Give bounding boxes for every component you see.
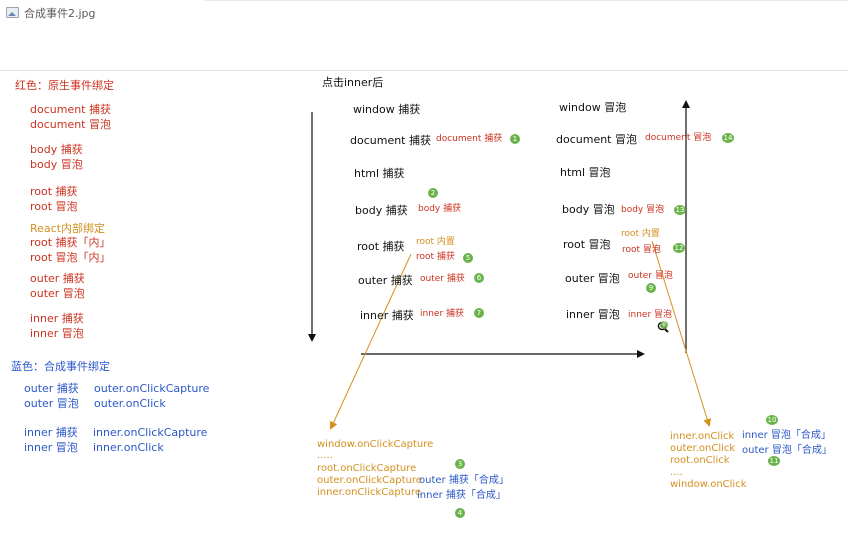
step-badge: 12 — [673, 243, 685, 253]
step-badge: 5 — [463, 253, 473, 263]
legend-blue-handler: outer.onClickCapture — [94, 382, 210, 395]
capture-node: window 捕获 — [353, 103, 421, 116]
bubble-node: inner 冒泡 — [566, 308, 620, 321]
step-badge: 11 — [768, 456, 780, 466]
legend-react-item: root 捕获「内」 — [30, 236, 111, 249]
capture-handler: ..... — [317, 450, 333, 461]
diagram-heading: 点击inner后 — [322, 76, 384, 89]
legend-blue-native: inner 捕获 — [24, 426, 78, 439]
step-badge: 13 — [674, 205, 686, 215]
step-badge: 4 — [455, 508, 465, 518]
step-badge: 9 — [646, 283, 656, 293]
capture-handler: outer.onClickCapture — [317, 475, 422, 486]
window-title: 合成事件2.jpg — [24, 7, 96, 20]
capture-node: inner 捕获 — [360, 309, 414, 322]
root-bubble-connector — [651, 240, 712, 427]
capture-event: document 捕获 — [436, 134, 503, 144]
bubble-node: html 冒泡 — [560, 166, 611, 179]
capture-event: root 捕获 — [416, 252, 455, 262]
capture-event: inner 捕获 — [420, 309, 465, 319]
step-badge: 1 — [510, 134, 520, 144]
capture-node: html 捕获 — [354, 167, 405, 180]
legend-red-item: document 冒泡 — [30, 118, 111, 131]
capture-node: body 捕获 — [355, 204, 408, 217]
capture-event: body 捕获 — [418, 204, 462, 214]
legend-red-item: outer 冒泡 — [30, 287, 85, 300]
capture-handler: root.onClickCapture — [317, 463, 417, 474]
bubble-synthetic: inner 冒泡「合成」 — [742, 430, 831, 441]
capture-node: document 捕获 — [350, 134, 431, 147]
legend-react-title: React内部绑定 — [30, 222, 106, 235]
bubble-handler: window.onClick — [670, 479, 747, 490]
step-badge: 7 — [474, 308, 484, 318]
bubble-handler: outer.onClick — [670, 443, 736, 454]
legend-blue-handler: inner.onClick — [93, 441, 164, 454]
step-badge: 3 — [455, 459, 465, 469]
legend-red-title: 红色：原生事件绑定 — [15, 79, 114, 92]
legend-blue-native: outer 捕获 — [24, 382, 79, 395]
capture-event-react: root 内置 — [416, 237, 455, 247]
image-file-icon — [6, 7, 19, 18]
bubble-handler: .... — [670, 467, 683, 478]
bubble-event: body 冒泡 — [621, 205, 665, 215]
legend-react-item: root 冒泡「内」 — [30, 251, 111, 264]
capture-synthetic: inner 捕获「合成」 — [417, 490, 506, 501]
legend-blue-handler: outer.onClick — [94, 397, 166, 410]
legend-blue-native: inner 冒泡 — [24, 441, 78, 454]
legend-blue-native: outer 冒泡 — [24, 397, 79, 410]
legend-red-item: root 捕获 — [30, 185, 78, 198]
bubble-node: body 冒泡 — [562, 203, 615, 216]
step-badge: 2 — [428, 188, 438, 198]
bubble-event: inner 冒泡 — [628, 310, 673, 320]
legend-red-item: inner 冒泡 — [30, 327, 84, 340]
bubble-node: outer 冒泡 — [565, 272, 620, 285]
bubble-node: document 冒泡 — [556, 133, 637, 146]
capture-handler: inner.onClickCapture — [317, 487, 422, 498]
title-bar: 合成事件2.jpg — [0, 0, 848, 71]
title-divider — [205, 0, 848, 1]
capture-event: outer 捕获 — [420, 274, 465, 284]
legend-red-item: outer 捕获 — [30, 272, 85, 285]
legend-red-item: body 捕获 — [30, 143, 83, 156]
capture-handler: window.onClickCapture — [317, 439, 434, 450]
capture-node: outer 捕获 — [358, 274, 413, 287]
bubble-event: document 冒泡 — [645, 133, 712, 143]
legend-blue-title: 蓝色：合成事件绑定 — [11, 360, 110, 373]
bubble-handler: inner.onClick — [670, 431, 735, 442]
bubble-event-react: root 内置 — [621, 229, 660, 239]
legend-red-item: root 冒泡 — [30, 200, 78, 213]
capture-node: root 捕获 — [357, 240, 405, 253]
step-badge: 8 — [660, 321, 668, 329]
root-capture-connector — [329, 253, 412, 430]
bubble-node: window 冒泡 — [559, 101, 627, 114]
bubble-event: root 冒泡 — [622, 245, 661, 255]
bubble-handler: root.onClick — [670, 455, 730, 466]
legend-red-item: document 捕获 — [30, 103, 111, 116]
step-badge: 6 — [474, 273, 484, 283]
step-badge: 10 — [766, 415, 778, 425]
bubble-synthetic: outer 冒泡「合成」 — [742, 445, 832, 456]
step-badge: 14 — [722, 133, 734, 143]
bubble-event: outer 冒泡 — [628, 271, 673, 281]
bubble-node: root 冒泡 — [563, 238, 611, 251]
legend-red-item: inner 捕获 — [30, 312, 84, 325]
legend-blue-handler: inner.onClickCapture — [93, 426, 208, 439]
capture-synthetic: outer 捕获「合成」 — [419, 475, 509, 486]
legend-red-item: body 冒泡 — [30, 158, 83, 171]
